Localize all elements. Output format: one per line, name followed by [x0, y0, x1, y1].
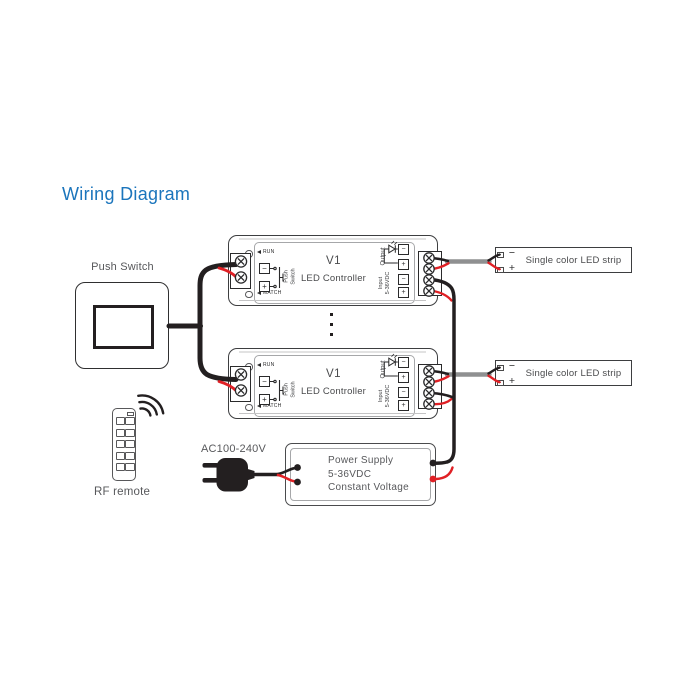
- ac-input-label: AC100-240V: [201, 443, 266, 455]
- input-minus-terminal: −: [398, 273, 409, 285]
- led-controller-2: RUN MATCH − + Push Switch V1 LED Control…: [228, 348, 442, 419]
- match-led-hole: [245, 403, 253, 411]
- remote-button: [125, 428, 135, 437]
- output-minus-terminal: −: [398, 244, 409, 255]
- push-switch-symbol-icon: [269, 379, 284, 402]
- match-label: MATCH: [263, 290, 282, 296]
- strip-minus-label: −: [508, 360, 516, 372]
- controller-title: V1 LED Controller: [254, 368, 413, 397]
- strip-plus-label: +: [508, 261, 516, 274]
- controller-model: V1: [325, 255, 342, 267]
- triangle-left-icon: [257, 291, 261, 295]
- triangle-left-icon: [257, 250, 261, 254]
- push-switch-wiring: [166, 262, 239, 393]
- remote-button: [125, 417, 135, 425]
- run-label: RUN: [263, 249, 275, 255]
- output-minus-terminal: −: [398, 357, 409, 368]
- remote-button: [115, 417, 125, 425]
- strip-plus-pad: [496, 379, 504, 386]
- page-title: Wiring Diagram: [62, 184, 191, 204]
- remote-button: [115, 440, 125, 448]
- run-indicator: RUN: [257, 362, 274, 368]
- run-indicator: RUN: [257, 249, 274, 255]
- led-strip-1: − + Single color LED strip: [495, 247, 632, 274]
- remote-led-window: [127, 411, 134, 417]
- led-strip-label: Single color LED strip: [525, 254, 622, 266]
- controller-symbols: [239, 351, 426, 414]
- match-label: MATCH: [263, 403, 282, 409]
- output-plus-terminal: +: [398, 258, 409, 270]
- controller-name: LED Controller: [300, 273, 367, 284]
- controller-name: LED Controller: [300, 386, 367, 397]
- controller-panel: [254, 242, 415, 304]
- push-switch: [75, 282, 169, 369]
- push-switch-label: Push Switch: [91, 261, 154, 273]
- strip-minus-pad: [496, 251, 504, 258]
- push-switch-symbol-icon: [269, 266, 284, 289]
- input-plus-terminal: +: [398, 287, 409, 298]
- strip-minus-label: −: [508, 247, 516, 259]
- output-plus-terminal: +: [398, 371, 409, 383]
- power-supply-text: Power Supply 5-36VDC Constant Voltage: [328, 455, 409, 493]
- rf-remote-label: RF remote: [94, 486, 151, 498]
- led-diode-symbol-icon: [383, 240, 398, 264]
- input-plus-terminal: +: [398, 400, 409, 411]
- power-supply: Power Supply 5-36VDC Constant Voltage: [285, 443, 436, 506]
- remote-button: [125, 440, 135, 448]
- triangle-left-icon: [257, 363, 261, 367]
- match-led-hole: [245, 290, 253, 298]
- triangle-left-icon: [257, 404, 261, 408]
- remote-button: [125, 451, 135, 460]
- rf-waves-icon: [137, 394, 165, 417]
- controller-title: V1 LED Controller: [254, 255, 413, 284]
- led-diode-symbol-icon: [383, 353, 398, 377]
- led-strip-label: Single color LED strip: [525, 367, 622, 379]
- strip-plus-label: +: [508, 374, 516, 387]
- controller-model: V1: [325, 368, 342, 380]
- rf-remote: [112, 408, 136, 481]
- remote-button: [115, 428, 125, 437]
- remote-button: [115, 451, 125, 460]
- led-strip-2: − + Single color LED strip: [495, 360, 632, 387]
- strip-plus-pad: [496, 266, 504, 273]
- remote-button: [115, 463, 125, 471]
- controller-panel: [254, 355, 415, 417]
- led-controller-1: RUN MATCH − + Push Switch V1 LED Control…: [228, 235, 442, 306]
- run-label: RUN: [263, 362, 275, 368]
- ac-plug-icon: [202, 458, 296, 492]
- strip-minus-pad: [496, 364, 504, 371]
- remote-button: [125, 463, 135, 471]
- push-switch-button: [93, 305, 154, 349]
- match-indicator: MATCH: [257, 403, 281, 409]
- more-controllers-ellipsis: [330, 313, 334, 343]
- controller-symbols: [239, 238, 426, 301]
- match-indicator: MATCH: [257, 290, 281, 296]
- input-minus-terminal: −: [398, 386, 409, 398]
